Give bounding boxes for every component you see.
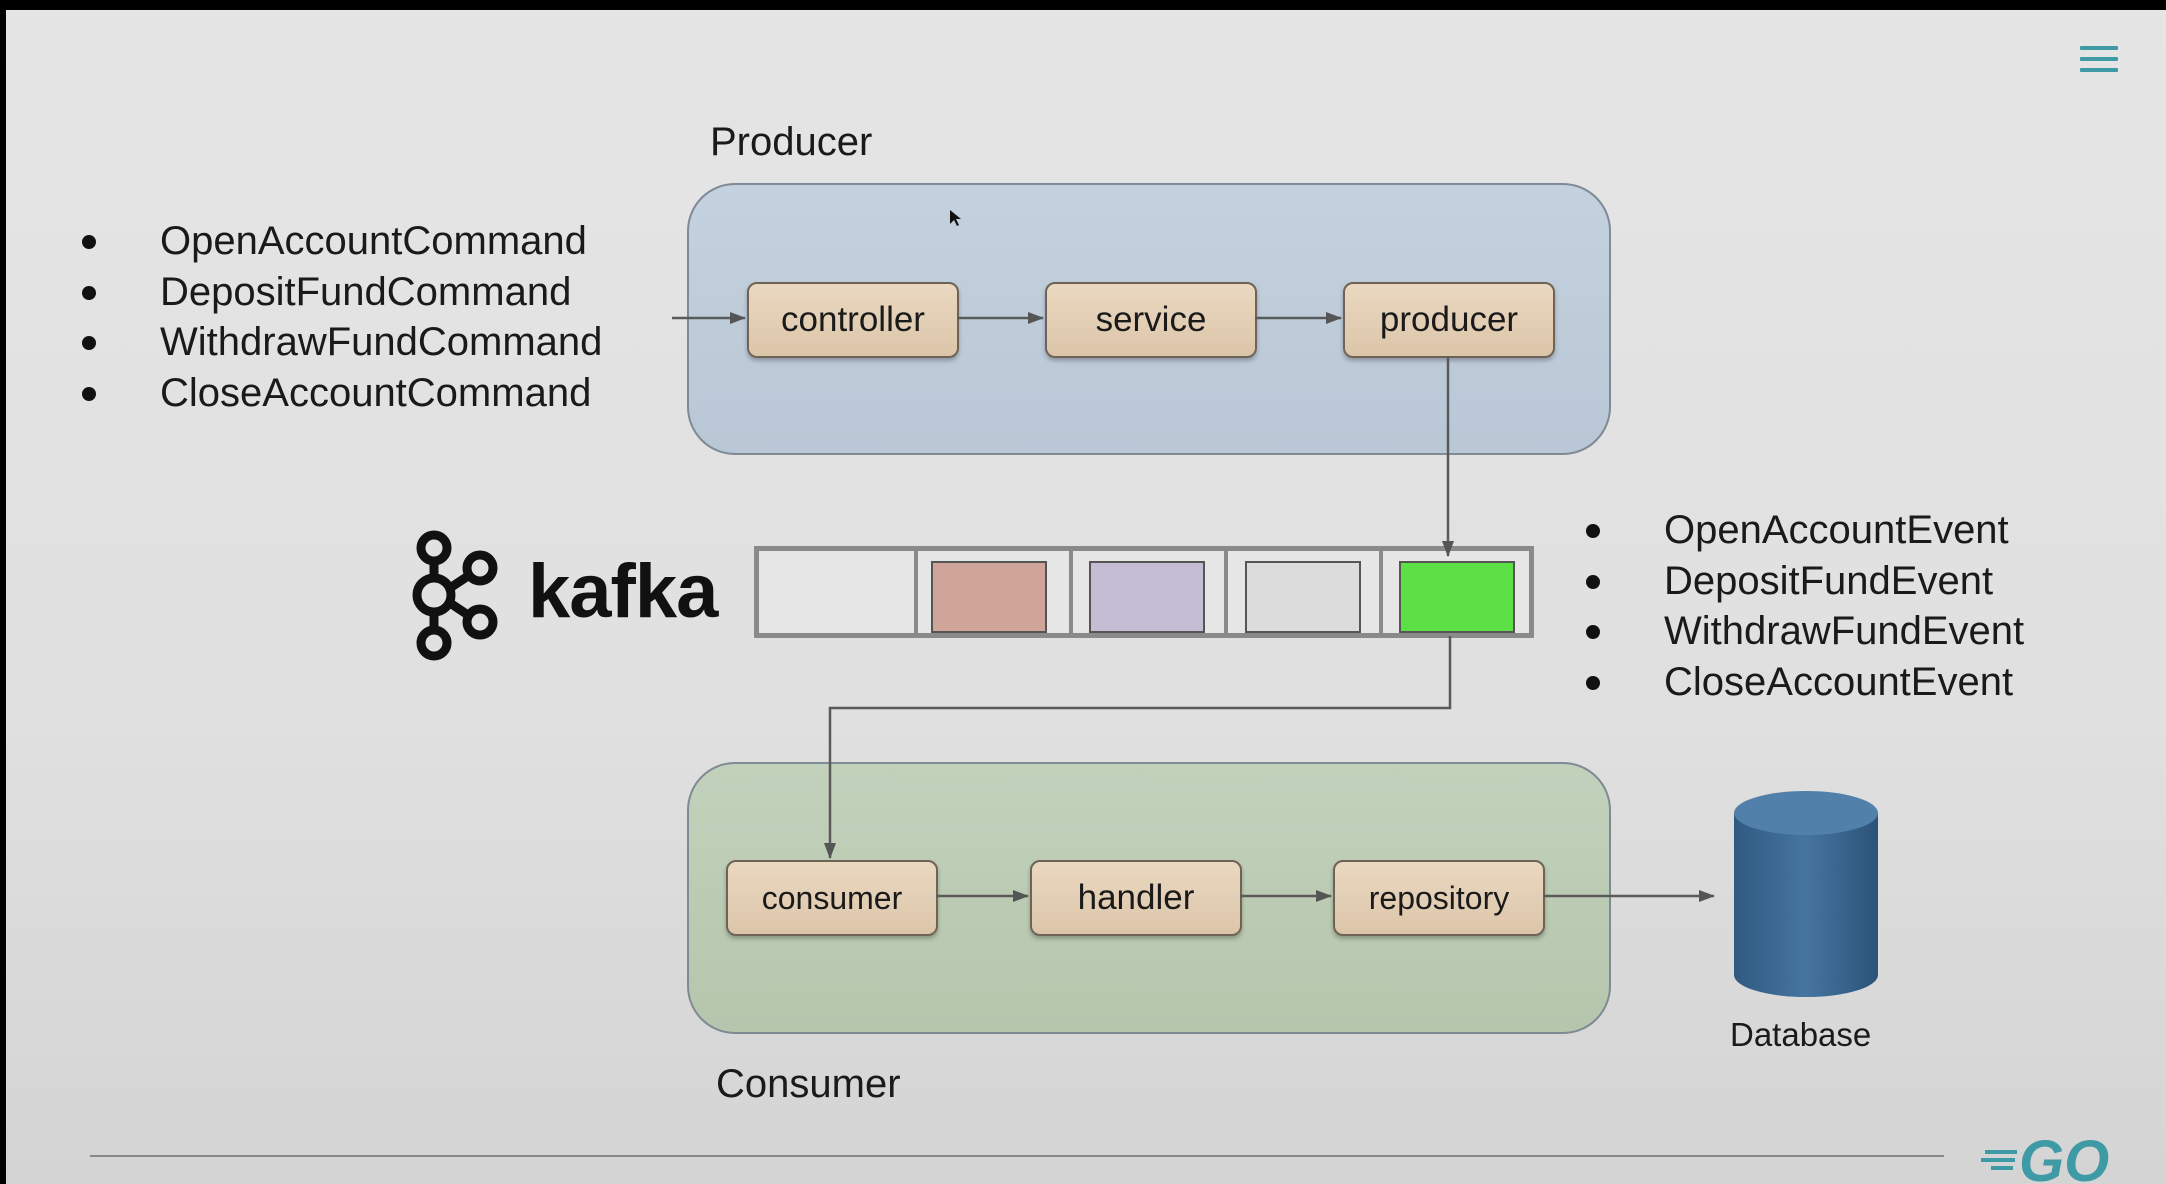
queue-slot xyxy=(1379,551,1534,633)
kafka-wordmark: kafka xyxy=(528,549,718,634)
queue-message xyxy=(1399,561,1515,633)
go-logo: GO xyxy=(1981,1129,2121,1184)
kafka-logo-icon xyxy=(412,530,498,661)
handler-node: handler xyxy=(1030,860,1242,936)
consumer-title: Consumer xyxy=(716,1062,901,1106)
speed-lines-icon xyxy=(1981,1150,2017,1170)
queue-slot xyxy=(914,551,1069,633)
producer-node: producer xyxy=(1343,282,1555,358)
list-item: OpenAccountEvent xyxy=(1586,505,2024,556)
repository-node: repository xyxy=(1333,860,1545,936)
kafka-to-consumer-arrow xyxy=(824,636,1452,859)
queue-message xyxy=(931,561,1047,633)
event-list: OpenAccountEvent DepositFundEvent Withdr… xyxy=(1586,505,2024,707)
service-node: service xyxy=(1045,282,1257,358)
consumer-node: consumer xyxy=(726,860,938,936)
queue-message xyxy=(1245,561,1361,633)
list-item: DepositFundEvent xyxy=(1586,556,2024,607)
list-item: DepositFundCommand xyxy=(82,267,602,318)
list-item: WithdrawFundCommand xyxy=(82,317,602,368)
go-logo-text: GO xyxy=(2019,1129,2110,1184)
list-item: CloseAccountEvent xyxy=(1586,657,2024,708)
producer-title: Producer xyxy=(710,120,873,164)
menu-icon[interactable] xyxy=(2080,46,2118,76)
kafka-queue xyxy=(754,546,1534,638)
list-item: OpenAccountCommand xyxy=(82,216,602,267)
cursor-icon xyxy=(950,210,961,226)
controller-node: controller xyxy=(747,282,959,358)
connectors xyxy=(90,210,1944,1157)
list-item: CloseAccountCommand xyxy=(82,368,602,419)
queue-message xyxy=(1089,561,1205,633)
queue-slot xyxy=(1069,551,1224,633)
list-item: WithdrawFundEvent xyxy=(1586,606,2024,657)
queue-slot xyxy=(1224,551,1379,633)
command-list: OpenAccountCommand DepositFundCommand Wi… xyxy=(82,216,602,418)
database-label: Database xyxy=(1730,1016,1872,1053)
slide: Producer OpenAccountCommand DepositFundC… xyxy=(6,10,2166,1184)
kafka-logo: kafka xyxy=(410,526,740,666)
database-icon xyxy=(1734,791,1878,997)
